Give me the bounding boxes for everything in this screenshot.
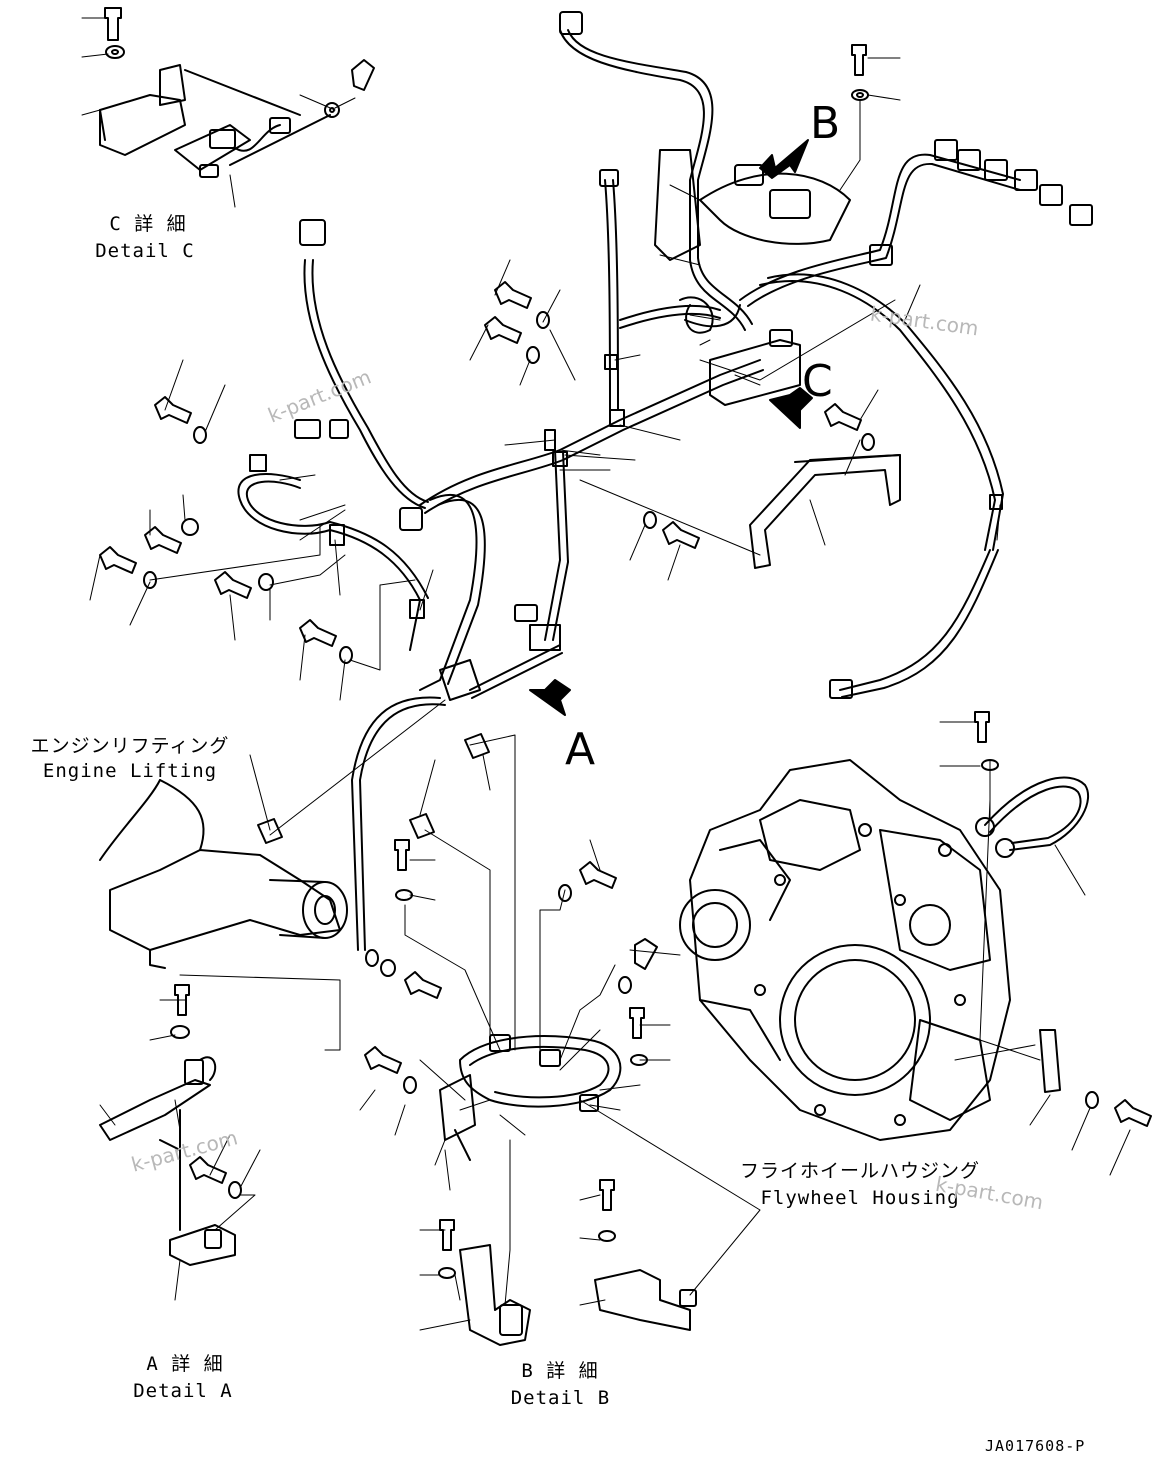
bracket-b-top (654, 149, 851, 261)
detail-a-label-jp: A 詳 細 (146, 1353, 224, 1375)
bracket-c-mid (709, 329, 801, 406)
leader-lines (81, 17, 1131, 1331)
detail-a-drawing (99, 1056, 236, 1266)
detail-c-label-en: Detail C (95, 240, 195, 262)
engine-lifting-bracket (99, 779, 348, 969)
detail-c-label-jp: C 詳 細 (109, 213, 187, 235)
engine-lifting-label-jp: エンジンリフティング (30, 735, 230, 757)
detail-a-label-en: Detail A (133, 1380, 233, 1402)
flywheel-housing (679, 759, 1061, 1141)
detail-b-label-en: Detail B (510, 1387, 611, 1409)
engine-lifting-label-en: Engine Lifting (42, 760, 218, 782)
view-label-c: C (802, 356, 833, 407)
washers (105, 45, 1099, 1279)
main-harness (237, 29, 1021, 951)
ground-cable (975, 776, 1090, 858)
detail-c-drawing (99, 64, 331, 178)
view-label-a: A (565, 724, 596, 775)
harness-connectors (294, 11, 1093, 699)
harness-clamps (249, 354, 1003, 701)
lower-harness-cluster (439, 1034, 622, 1161)
bolts (99, 7, 1152, 1251)
drawing-code: JA017608-P (985, 1437, 1086, 1455)
view-arrows (529, 139, 813, 716)
bracket-c-right (749, 454, 901, 569)
detail-b-drawing (459, 1244, 697, 1346)
flywheel-housing-label-en: Flywheel Housing (760, 1187, 960, 1209)
flywheel-housing-label-jp: フライホイールハウジング (740, 1160, 981, 1182)
view-label-b: B (810, 98, 841, 149)
detail-b-label-jp: B 詳 細 (521, 1360, 599, 1382)
